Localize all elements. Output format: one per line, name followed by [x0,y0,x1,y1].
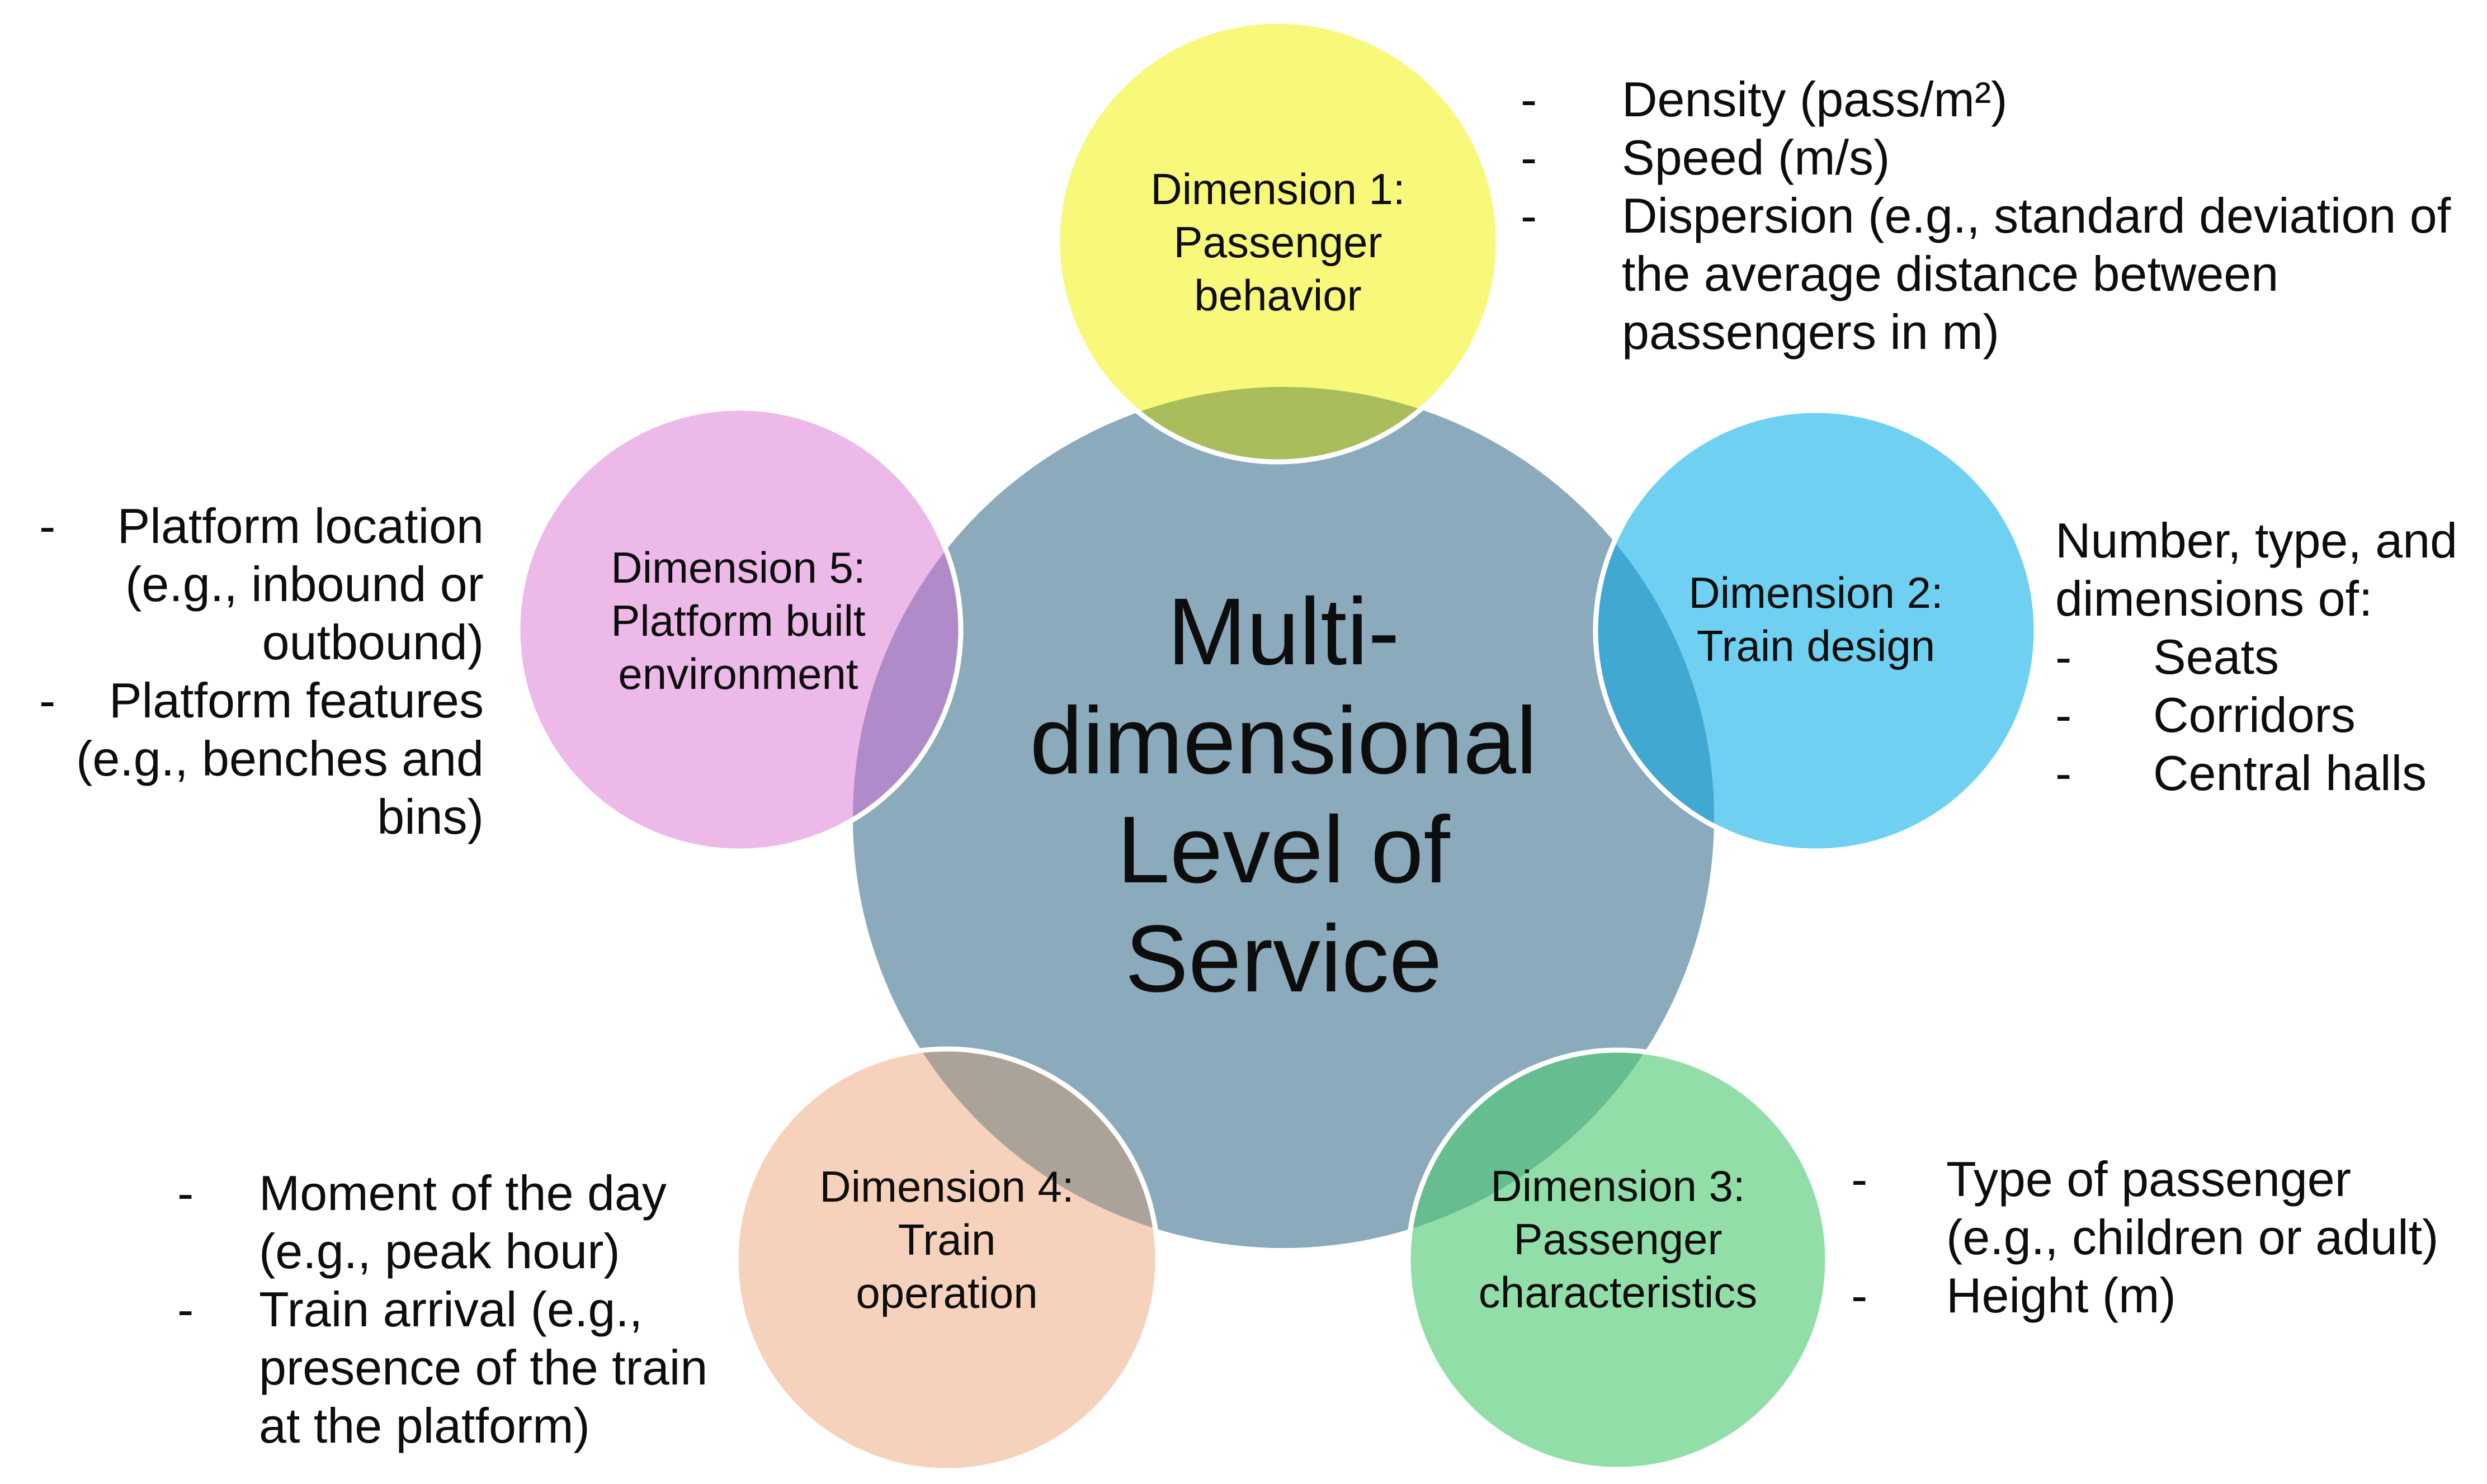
list-item-line: Corridors [2153,687,2356,743]
bullet-dash: - [1851,1268,1868,1323]
list-item-line: Platform location [117,498,484,554]
list-item: - Seats [2055,628,2457,686]
dimension-1-circle [1058,21,1498,462]
dimension-3-overlap-lens [1408,1050,1714,1248]
list-item-line: (e.g., inbound or [125,556,484,612]
dimension-4-label-line: Dimension 4: [819,1162,1074,1211]
list-item: - Dispersion (e.g., standard deviation o… [1521,187,2451,361]
bullet-dash: - [1521,130,1537,185]
central-title-line: Service [1125,906,1442,1012]
dimension-5-label-line: Dimension 5: [611,543,866,592]
list-item: - Platform location (e.g., inbound or ou… [39,497,484,672]
bullet-dash: - [39,498,56,554]
list-item-line: Moment of the day [259,1165,667,1221]
list-item: - Moment of the day (e.g., peak hour) [177,1164,707,1280]
central-title-line: Level of [1117,797,1450,903]
dimension-4-label-line: operation [856,1268,1038,1317]
list-item-line: Type of passenger [1946,1151,2352,1207]
dimension-1-label: Dimension 1: Passenger behavior [1026,163,1530,322]
list-item: - Central halls [2055,744,2457,802]
central-title-line: dimensional [1030,688,1537,794]
dimension-5-circle [518,408,961,851]
bullet-dash: - [1521,72,1537,127]
list-item: - Type of passenger (e.g., children or a… [1851,1150,2438,1266]
dimension-2-details-list: Number, type, and dimensions of: - Seats… [2055,512,2457,802]
list-item-line: Platform features [108,673,484,728]
dimension-1-details-list: - Density (pass/m²) - Speed (m/s) - Disp… [1521,70,2451,361]
dimension-3-circle-outline [1405,1047,1830,1472]
list-item: - Platform features (e.g., benches and b… [39,672,484,846]
list-item-line: Speed (m/s) [1622,130,1890,185]
list-item-line: passengers in m) [1622,304,1999,360]
central-circle [853,387,1714,1248]
dimension-3-label-line: Dimension 3: [1490,1161,1745,1211]
list-item-line: Central halls [2153,745,2427,801]
list-item-line: (e.g., benches and [76,731,484,786]
dimension-2-label: Dimension 2: Train design [1564,566,2068,673]
bullet-dash: - [2055,687,2072,743]
dimension-4-circle-outline [733,1046,1160,1473]
list-intro-line: dimensions of: [2055,571,2373,626]
dimension-5-label-line: Platform built [611,596,866,645]
list-item-line: Density (pass/m²) [1622,72,2008,127]
dimension-4-label: Dimension 4: Train operation [695,1160,1198,1320]
bullet-dash: - [177,1165,194,1221]
list-item: - Train arrival (e.g., presence of the t… [177,1280,707,1455]
dimension-3-label-line: characteristics [1478,1268,1758,1317]
list-item: - Speed (m/s) [1521,129,2451,187]
dimension-1-label-line: Dimension 1: [1150,164,1405,214]
list-item-line: Dispersion (e.g., standard deviation of [1622,188,2451,243]
dimension-2-label-line: Dimension 2: [1688,568,1943,617]
list-intro-line: Number, type, and [2055,513,2458,568]
list-item: - Corridors [2055,686,2457,744]
dimension-5-circle-outline [515,405,964,854]
dimension-4-label-line: Train [898,1215,996,1264]
bullet-dash: - [2055,629,2072,684]
dimension-1-circle-outline [1055,18,1501,465]
dimension-3-label: Dimension 3: Passenger characteristics [1366,1160,1870,1319]
dimension-1-label-line: Passenger [1173,218,1382,267]
dimension-3-label-line: Passenger [1513,1214,1723,1264]
dimension-3-details-list: - Type of passenger (e.g., children or a… [1851,1150,2438,1325]
list-item-line: bins) [377,789,484,844]
bullet-dash: - [177,1282,194,1337]
list-item-line: Height (m) [1946,1268,2176,1323]
list-item: - Density (pass/m²) [1521,70,2451,129]
dimension-1-label-line: behavior [1194,271,1362,320]
dimension-5-details-list: - Platform location (e.g., inbound or ou… [39,497,484,846]
list-item-line: (e.g., peak hour) [259,1223,620,1279]
list-item-line: the average distance between [1622,246,2279,301]
dimension-5-label-line: environment [618,649,858,698]
list-item-line: Train arrival (e.g., [259,1282,643,1337]
dimension-4-overlap-lens [853,1049,1158,1248]
bullet-dash: - [1521,188,1537,243]
list-item-line: Seats [2153,629,2280,684]
list-item-line: outbound) [262,615,484,670]
dimension-2-label-line: Train design [1696,621,1936,670]
bullet-dash: - [1851,1151,1868,1207]
dimension-5-label: Dimension 5: Platform built environment [487,541,990,701]
list-item-line: presence of the train [259,1340,708,1395]
list-item-line: (e.g., children or adult) [1946,1209,2439,1265]
list-item-line: at the platform) [259,1398,590,1453]
bullet-dash: - [39,673,56,728]
central-title-line: Multi- [1167,579,1400,685]
list-item: - Height (m) [1851,1266,2438,1325]
bullet-dash: - [2055,745,2072,801]
central-title: Multi- dimensional Level of Service [892,578,1675,1014]
dimension-2-circle-outline [1593,408,2039,854]
dimension-4-details-list: - Moment of the day (e.g., peak hour) - … [177,1164,707,1455]
